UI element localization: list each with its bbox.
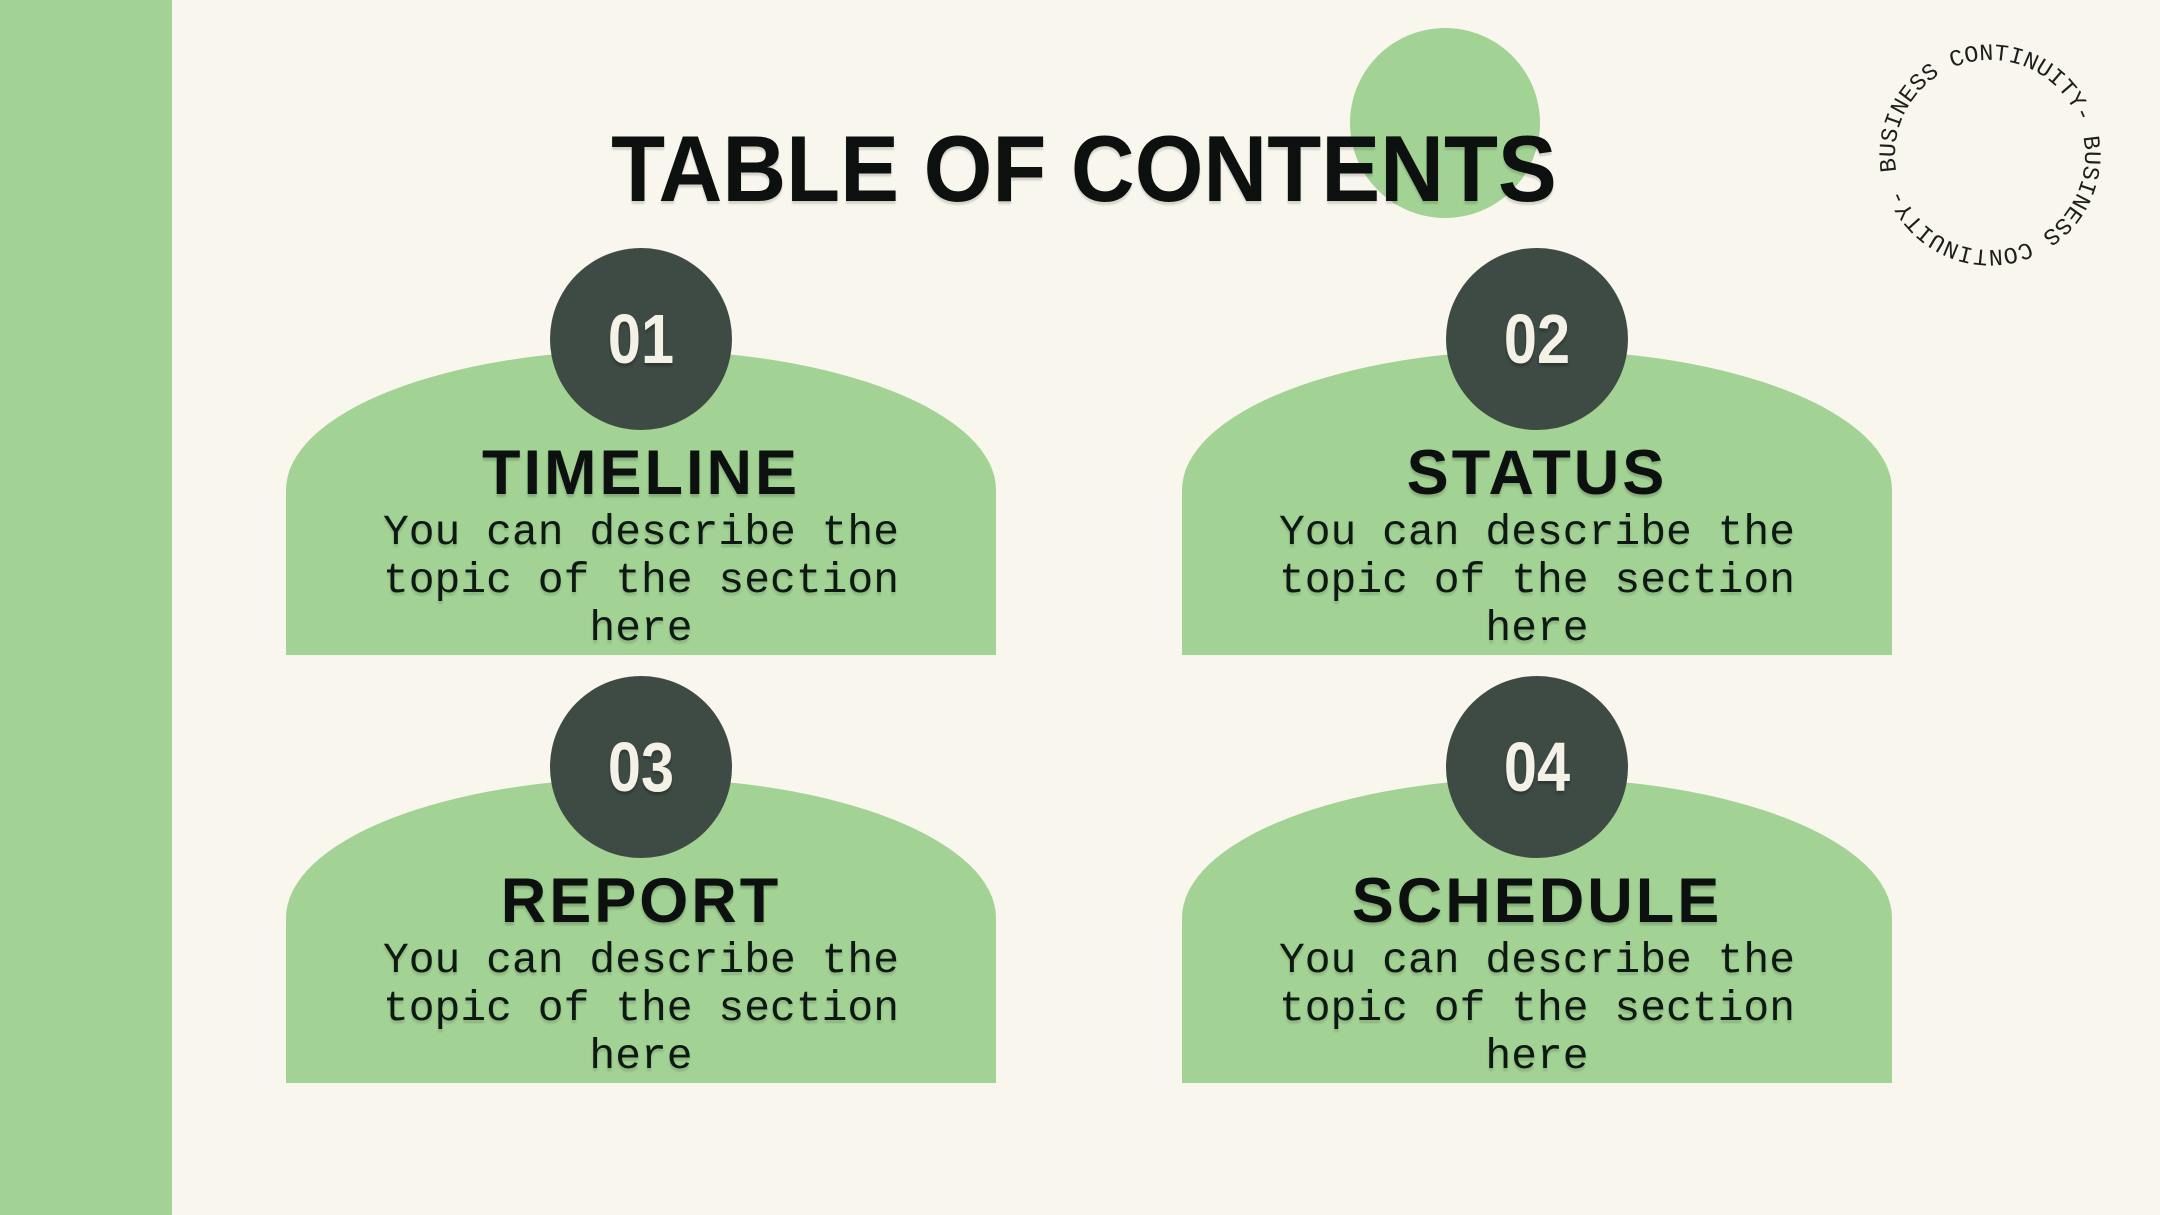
stamp-text: BUSINESS CONTINUITY- BUSINESS CONTINUITY… [1876,41,2104,269]
section-number-badge: 01 [550,248,732,430]
section-title: STATUS [1406,438,1668,508]
section-description: You can describe the topic of the sectio… [1278,508,1796,653]
section-number: 04 [1503,728,1571,806]
section-title: SCHEDULE [1351,866,1723,936]
section-description: You can describe the topic of the sectio… [382,508,900,653]
section-description: You can describe the topic of the sectio… [382,936,900,1081]
arch-shape: REPORT You can describe the topic of the… [286,778,996,1083]
section-description: You can describe the topic of the sectio… [1278,936,1796,1081]
section-title: REPORT [500,866,782,936]
section-card-status: STATUS You can describe the topic of the… [1182,248,1892,655]
section-number-badge: 02 [1446,248,1628,430]
section-number-badge: 03 [550,676,732,858]
section-card-schedule: SCHEDULE You can describe the topic of t… [1182,676,1892,1083]
page-title: TABLE OF CONTENTS [611,116,1557,221]
section-card-timeline: TIMELINE You can describe the topic of t… [286,248,996,655]
section-title: TIMELINE [482,438,800,508]
section-number: 02 [1503,300,1571,378]
section-number: 03 [607,728,675,806]
left-accent-bar [0,0,172,1215]
arch-shape: STATUS You can describe the topic of the… [1182,350,1892,655]
section-number-badge: 04 [1446,676,1628,858]
section-card-report: REPORT You can describe the topic of the… [286,676,996,1083]
section-number: 01 [607,300,675,378]
title-accent-circle [1350,28,1540,218]
business-continuity-stamp: BUSINESS CONTINUITY- BUSINESS CONTINUITY… [1876,41,2104,269]
